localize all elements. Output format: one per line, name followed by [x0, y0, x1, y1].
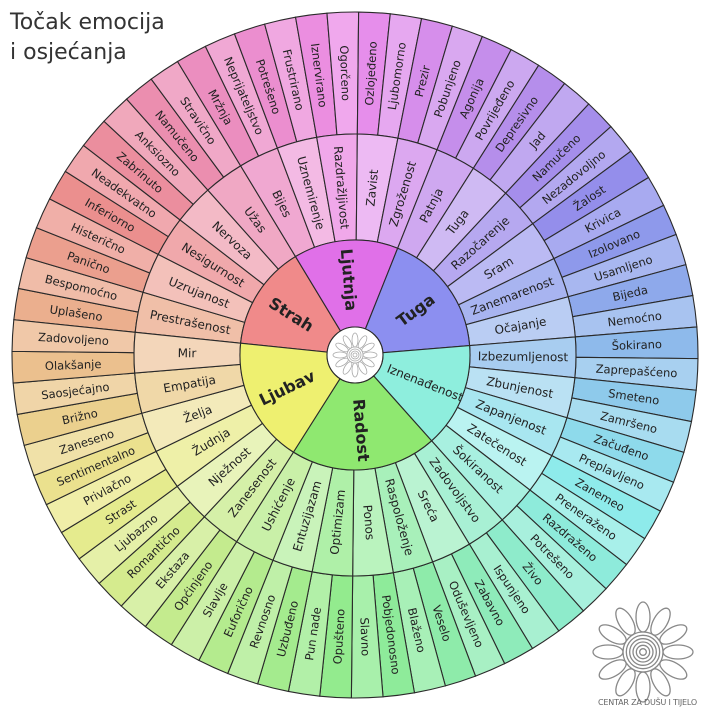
brand-flower-logo-icon — [592, 601, 694, 703]
outer-emotion-label: Nemoćno — [607, 309, 663, 330]
middle-emotion-label: Izbezumljenost — [478, 349, 569, 364]
middle-emotion-label: Ponos — [360, 504, 377, 540]
outer-emotion-label: Zaprepašćeno — [595, 362, 678, 381]
title-line-1: Točak emocija — [10, 10, 165, 35]
outer-emotion-label: Ogorčeno — [337, 45, 353, 101]
center-flower-icon — [326, 326, 384, 384]
middle-emotion-label: Mir — [178, 346, 197, 360]
outer-emotion-label: Šokirano — [611, 336, 662, 353]
title-line-2: i osjećanja — [10, 40, 127, 65]
outer-emotion-label: Slavno — [357, 617, 372, 656]
outer-emotion-label: Zadovoljeno — [38, 330, 110, 348]
middle-emotion-label: Razdražljivost — [331, 145, 352, 229]
outer-emotion-label: Ozlojeđeno — [362, 41, 380, 106]
page-title: Točak emocija i osjećanja — [10, 8, 165, 68]
outer-emotion-label: Olakšanje — [45, 357, 102, 373]
brand-logo-text: CENTAR ZA DUŠU I TIJELO — [598, 698, 697, 707]
middle-emotion-label: Zavist — [363, 168, 381, 207]
outer-emotion-label: Opušteno — [330, 608, 347, 664]
middle-emotion-label: Optimizam — [327, 489, 348, 556]
